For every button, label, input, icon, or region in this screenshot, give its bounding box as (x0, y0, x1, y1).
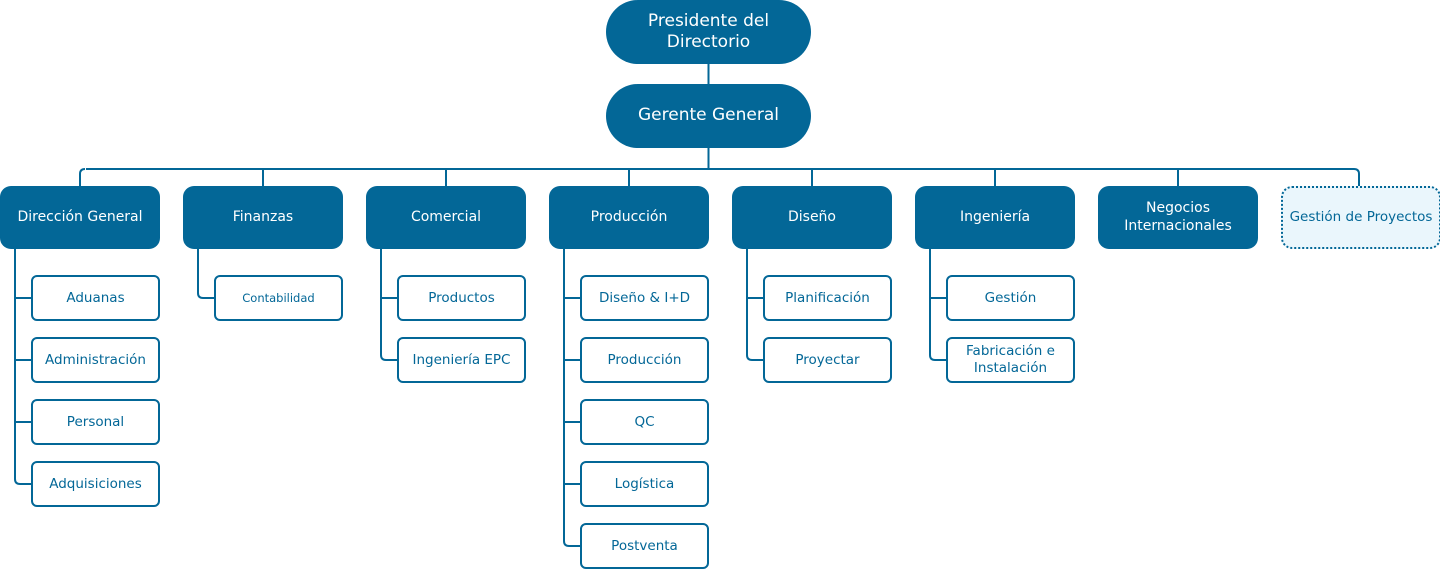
sub-department-node[interactable]: Aduanas (31, 275, 160, 321)
sub-department-node[interactable]: Postventa (580, 523, 709, 569)
connector-drop (79, 168, 86, 186)
department-node[interactable]: Dirección General (0, 186, 160, 249)
department-node[interactable]: Gestión de Proyectos (1281, 186, 1440, 249)
general-manager-node[interactable]: Gerente General (606, 84, 811, 148)
sub-department-node[interactable]: Fabricación e Instalación (946, 337, 1075, 383)
connector-trunk (380, 249, 397, 361)
sub-department-node[interactable]: QC (580, 399, 709, 445)
sub-department-node[interactable]: Administración (31, 337, 160, 383)
department-node[interactable]: Ingeniería (915, 186, 1075, 249)
connector-trunk (14, 249, 31, 485)
sub-department-node[interactable]: Planificación (763, 275, 892, 321)
department-node[interactable]: Diseño (732, 186, 892, 249)
department-node[interactable]: Producción (549, 186, 709, 249)
sub-department-node[interactable]: Diseño & I+D (580, 275, 709, 321)
department-node[interactable]: Comercial (366, 186, 526, 249)
connector-drop (1353, 168, 1360, 186)
sub-department-node[interactable]: Contabilidad (214, 275, 343, 321)
connector-trunk (563, 249, 580, 547)
sub-department-node[interactable]: Adquisiciones (31, 461, 160, 507)
sub-department-node[interactable]: Gestión (946, 275, 1075, 321)
sub-department-node[interactable]: Proyectar (763, 337, 892, 383)
connector-trunk (746, 249, 763, 361)
sub-department-node[interactable]: Producción (580, 337, 709, 383)
sub-department-node[interactable]: Productos (397, 275, 526, 321)
sub-department-node[interactable]: Ingeniería EPC (397, 337, 526, 383)
connector-trunk (197, 249, 214, 299)
connector-trunk (929, 249, 946, 361)
department-node[interactable]: Negocios Internacionales (1098, 186, 1258, 249)
president-node[interactable]: Presidente del Directorio (606, 0, 811, 64)
sub-department-node[interactable]: Logística (580, 461, 709, 507)
sub-department-node[interactable]: Personal (31, 399, 160, 445)
department-node[interactable]: Finanzas (183, 186, 343, 249)
